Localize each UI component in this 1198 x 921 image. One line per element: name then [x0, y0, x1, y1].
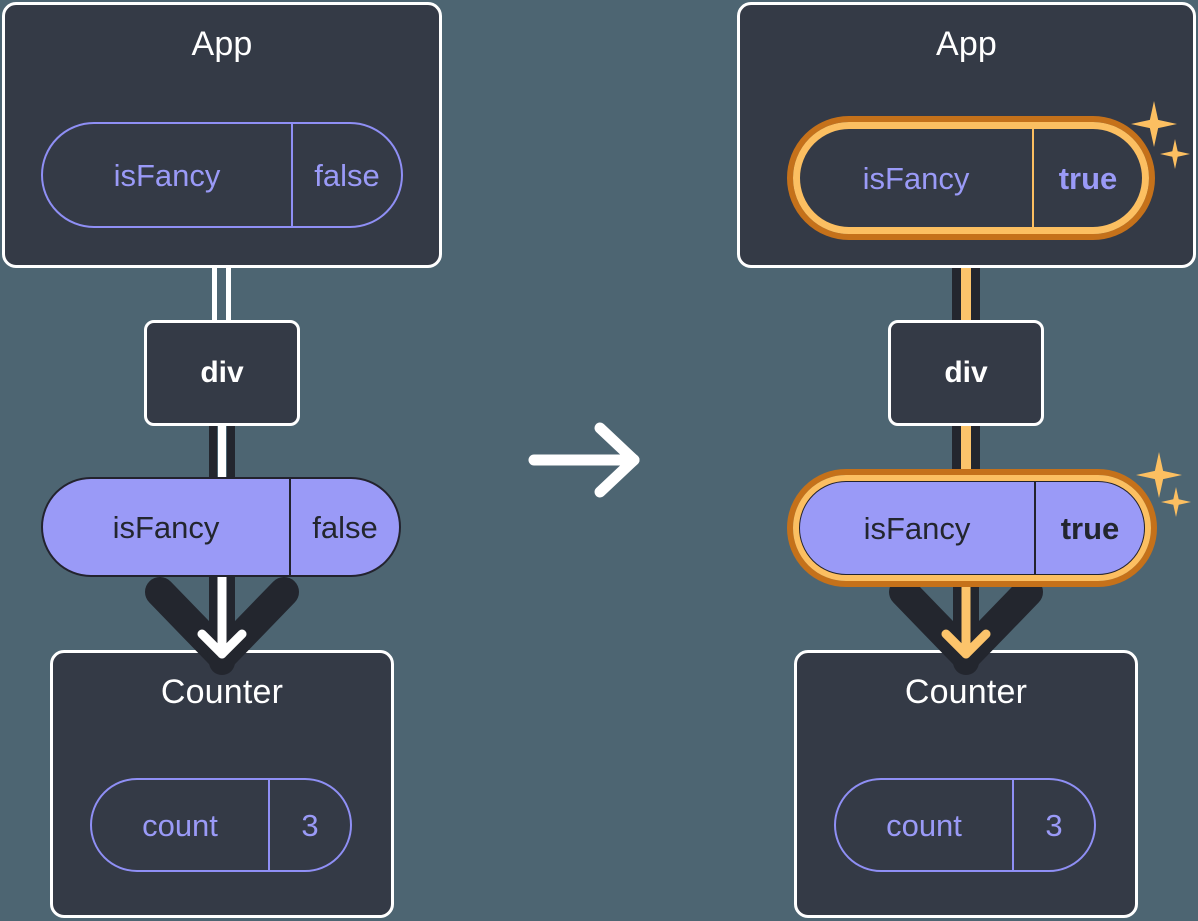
- div-node-after: div: [888, 320, 1044, 426]
- connector-app-to-div-right-before: [226, 266, 231, 322]
- connector-div-to-prop-right-after: [971, 424, 980, 490]
- div-node-label-before: div: [200, 356, 244, 389]
- app-state-key-after: isFancy: [862, 160, 970, 196]
- app-state-key-before: isFancy: [113, 157, 221, 193]
- prop-value-after: true: [1034, 482, 1144, 574]
- prop-value-before: false: [289, 479, 399, 575]
- connector-div-to-prop-left-before: [209, 424, 217, 486]
- counter-state-key-before: count: [142, 807, 218, 843]
- transition-right-arrow-icon: [528, 422, 640, 498]
- prop-key-before: isFancy: [112, 509, 220, 545]
- counter-state-pill-before[interactable]: count 3: [90, 778, 352, 872]
- prop-pill-before[interactable]: isFancy false: [41, 477, 401, 577]
- counter-title-before: Counter: [160, 673, 284, 711]
- app-state-pill-before[interactable]: isFancy false: [41, 122, 403, 228]
- app-state-value-after: true: [1032, 129, 1142, 227]
- prop-key-after: isFancy: [863, 510, 971, 546]
- app-title-before: App: [191, 25, 253, 63]
- connector-div-to-prop-left-after: [952, 424, 961, 490]
- counter-state-value-before: 3: [268, 780, 350, 870]
- prop-pill-after[interactable]: isFancy true: [798, 480, 1146, 576]
- counter-state-value-after: 3: [1012, 780, 1094, 870]
- app-state-value-before: false: [291, 124, 401, 226]
- flow-arrow-after: [889, 570, 1043, 675]
- counter-state-key-after: count: [886, 807, 962, 843]
- sparkle-prop-small-icon: [1161, 487, 1191, 517]
- flow-arrow-before: [145, 570, 299, 675]
- counter-state-pill-after[interactable]: count 3: [834, 778, 1096, 872]
- app-title-after: App: [935, 25, 998, 63]
- counter-title-after: Counter: [904, 673, 1028, 711]
- connector-div-to-prop-right-before: [227, 424, 235, 486]
- app-state-pill-after[interactable]: isFancy true: [798, 127, 1144, 229]
- connector-div-to-prop-center-before: [218, 424, 226, 486]
- connector-div-to-prop-center-after: [961, 424, 971, 490]
- div-node-before: div: [144, 320, 300, 426]
- div-node-label-after: div: [944, 356, 988, 389]
- connector-app-to-div-left-before: [212, 266, 217, 322]
